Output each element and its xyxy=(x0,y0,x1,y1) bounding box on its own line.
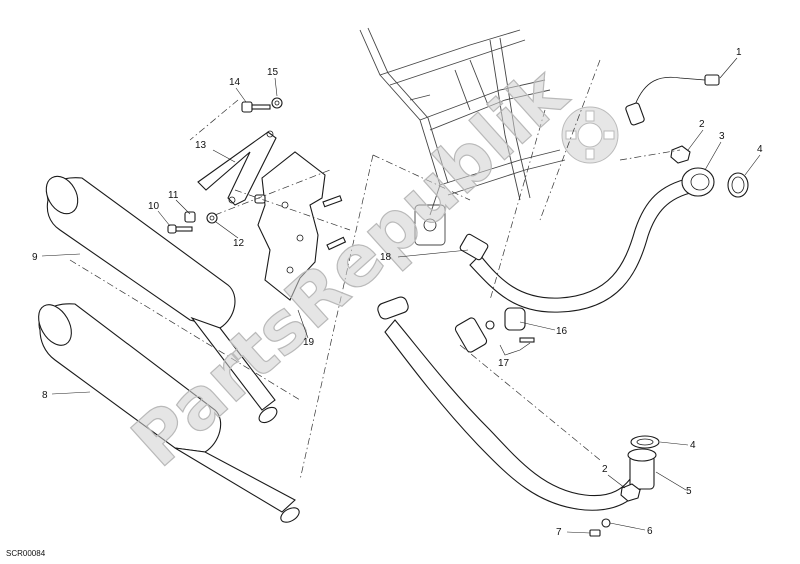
washer-6 xyxy=(601,518,611,528)
callout-15: 15 xyxy=(267,67,279,78)
callout-19: 19 xyxy=(303,337,315,348)
callout-7: 7 xyxy=(556,527,562,538)
clamp-16 xyxy=(485,307,535,343)
leader-lines xyxy=(41,57,761,534)
drawing-code: SCR00084 xyxy=(6,549,46,558)
callout-2-upper: 2 xyxy=(699,119,705,130)
callout-4-upper: 4 xyxy=(757,144,763,155)
callout-1: 1 xyxy=(736,47,742,58)
muffler-lower xyxy=(38,303,300,523)
gasket-4-lower xyxy=(630,435,660,449)
header-pipe-lower xyxy=(384,317,649,511)
washer-15 xyxy=(271,97,283,109)
callout-17: 17 xyxy=(498,358,510,369)
callout-13: 13 xyxy=(195,140,207,151)
frame-tubing xyxy=(359,27,566,246)
heat-shield-plate xyxy=(257,151,326,301)
callout-12: 12 xyxy=(233,238,245,249)
oxygen-sensor xyxy=(625,74,720,126)
callout-18: 18 xyxy=(380,252,392,263)
screw-7 xyxy=(589,529,601,537)
plate-bolts xyxy=(254,194,347,251)
callout-11: 11 xyxy=(168,190,179,201)
support-bracket xyxy=(197,130,277,206)
washer-12 xyxy=(206,212,218,224)
clamp-18 xyxy=(377,296,409,320)
nut-2-lower xyxy=(620,483,641,502)
assembly-lines xyxy=(69,59,681,481)
callout-8: 8 xyxy=(42,390,48,401)
callout-3: 3 xyxy=(719,131,725,142)
bolt-10 xyxy=(167,224,193,234)
callout-2-lower: 2 xyxy=(602,464,608,475)
header-pipe-upper xyxy=(459,177,695,313)
callout-14: 14 xyxy=(229,77,241,88)
flange-5 xyxy=(627,448,657,490)
watermark-gear-icon xyxy=(561,106,619,164)
callout-6: 6 xyxy=(647,526,653,537)
gasket-4-upper xyxy=(727,172,749,198)
callout-5: 5 xyxy=(686,486,692,497)
spacer-11 xyxy=(184,211,196,223)
callout-4-lower: 4 xyxy=(690,440,696,451)
bolt-14 xyxy=(241,101,271,113)
callout-10: 10 xyxy=(148,201,160,212)
callout-9: 9 xyxy=(32,252,38,263)
nut-2-upper xyxy=(670,145,691,164)
muffler-upper xyxy=(45,175,278,424)
callout-16: 16 xyxy=(556,326,568,337)
callout-labels: 1 2 3 4 9 11 12 13 14 15 10 18 16 17 19 … xyxy=(32,47,763,538)
flange-3 xyxy=(681,167,715,197)
